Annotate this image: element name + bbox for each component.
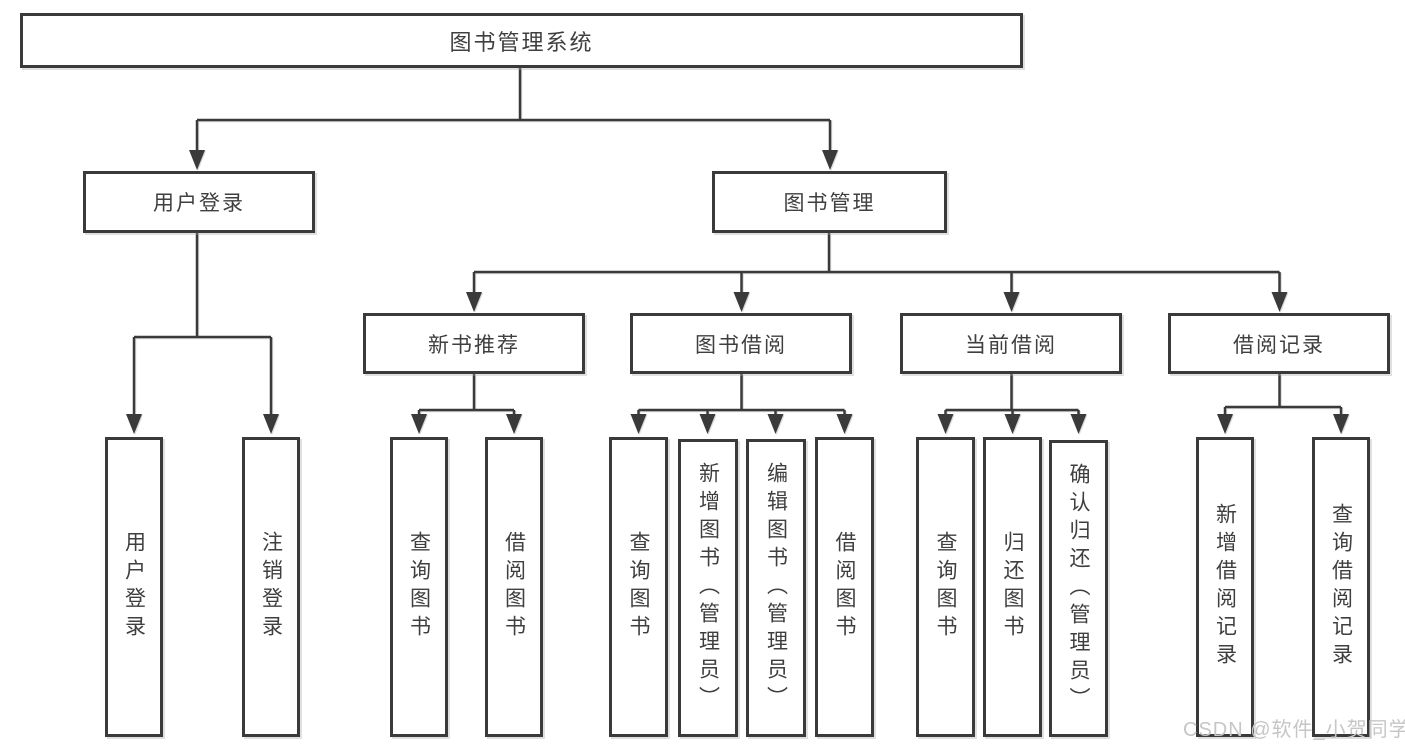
node-label: 当前借阅 bbox=[965, 333, 1057, 357]
node-current-borrowing: 当前借阅 bbox=[900, 313, 1122, 374]
node-label: 用户登录 bbox=[122, 531, 146, 643]
node-label: 图书管理 bbox=[783, 192, 876, 215]
leaf-query-book-current: 查询图书 bbox=[916, 437, 975, 737]
node-label: 新增图书（管理员） bbox=[696, 462, 720, 714]
leaf-add-book-admin: 新增图书（管理员） bbox=[678, 439, 738, 737]
node-library-system-root: 图书管理系统 bbox=[20, 13, 1023, 68]
leaf-query-borrow-record: 查询借阅记录 bbox=[1312, 437, 1370, 737]
node-label: 归还图书 bbox=[1001, 531, 1024, 643]
leaf-edit-book-admin: 编辑图书（管理员） bbox=[746, 439, 806, 737]
node-book-borrowing: 图书借阅 bbox=[630, 313, 852, 374]
node-label: 确认归还（管理员） bbox=[1067, 462, 1090, 715]
node-label: 借阅记录 bbox=[1233, 333, 1325, 357]
node-label: 查询图书 bbox=[934, 531, 957, 643]
node-label: 新增借阅记录 bbox=[1213, 503, 1237, 671]
node-label: 图书管理系统 bbox=[449, 29, 594, 55]
leaf-add-borrow-record: 新增借阅记录 bbox=[1196, 437, 1254, 737]
node-label: 借阅图书 bbox=[833, 531, 856, 643]
node-borrowing-records: 借阅记录 bbox=[1168, 313, 1390, 374]
csdn-watermark: CSDN @软件_小贺同学 bbox=[1183, 719, 1405, 741]
leaf-confirm-return-admin: 确认归还（管理员） bbox=[1049, 440, 1108, 737]
leaf-query-book-borrowing: 查询图书 bbox=[609, 437, 668, 737]
leaf-borrow-book-recommend: 借阅图书 bbox=[485, 437, 543, 737]
node-user-login: 用户登录 bbox=[83, 171, 315, 233]
leaf-borrow-book: 借阅图书 bbox=[815, 437, 874, 737]
node-book-management: 图书管理 bbox=[712, 171, 947, 233]
node-label: 用户登录 bbox=[153, 192, 245, 215]
leaf-logout: 注销登录 bbox=[242, 437, 300, 737]
node-label: 查询借阅记录 bbox=[1329, 503, 1353, 671]
node-label: 编辑图书（管理员） bbox=[764, 462, 788, 714]
node-label: 新书推荐 bbox=[428, 333, 520, 357]
node-new-book-recommendation: 新书推荐 bbox=[363, 313, 585, 374]
leaf-user-login: 用户登录 bbox=[105, 437, 163, 737]
node-label: 注销登录 bbox=[259, 531, 283, 643]
node-label: 图书借阅 bbox=[695, 333, 787, 357]
node-label: 借阅图书 bbox=[502, 531, 526, 643]
node-label: 查询图书 bbox=[627, 531, 650, 643]
node-label: 查询图书 bbox=[407, 531, 431, 643]
leaf-query-book-recommend: 查询图书 bbox=[390, 437, 448, 737]
leaf-return-book: 归还图书 bbox=[983, 437, 1042, 737]
